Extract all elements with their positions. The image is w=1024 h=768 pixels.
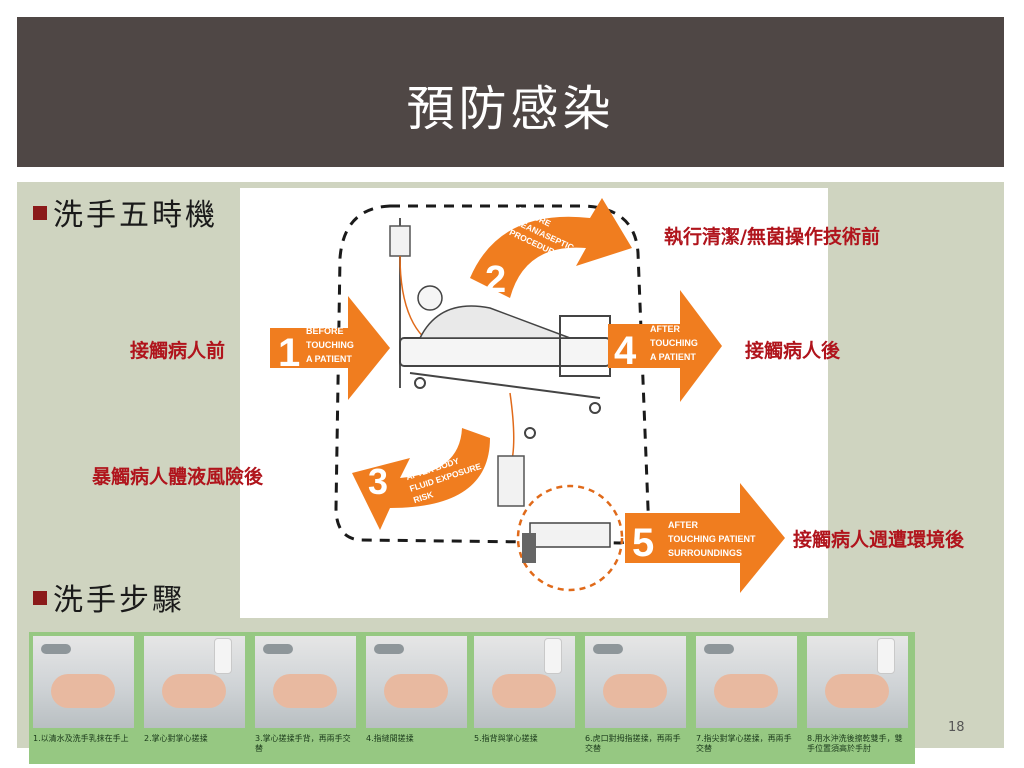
step-1-label: BEFORE TOUCHING A PATIENT: [306, 326, 356, 364]
hands-icon: [273, 674, 337, 708]
hands-icon: [825, 674, 889, 708]
step-3-number: 3: [368, 461, 388, 502]
arrow-step-4: [608, 290, 722, 402]
handwash-step: 1.以清水及洗手乳抹在手上: [33, 636, 134, 760]
handwash-photo: [33, 636, 134, 728]
handwash-photo: [696, 636, 797, 728]
annotation-step-5: 接觸病人週遭環境後: [793, 529, 965, 551]
bullet-text: 洗手步驟: [53, 583, 185, 618]
slide-title: 預防感染: [406, 81, 615, 137]
bullet-text: 洗手五時機: [53, 198, 218, 233]
bullet-handwash-steps: 洗手步驟: [33, 575, 185, 619]
bed-wheel-icon: [524, 427, 536, 439]
step-1-number: 1: [278, 331, 300, 375]
empty-bed-icon: [529, 522, 611, 548]
handwash-step: 3.掌心搓揉手背，再兩手交替: [255, 636, 356, 760]
patient-zone-boundary: [334, 204, 650, 545]
arrow-step-5: [625, 483, 785, 593]
patient-icon: [418, 305, 571, 339]
bullet-marker-icon: [33, 590, 47, 605]
step-caption: 2.掌心對掌心搓揉: [144, 734, 208, 743]
faucet-icon: [41, 644, 71, 654]
hands-icon: [384, 674, 448, 708]
soap-bottle-icon: [877, 638, 895, 674]
arrow-step-3: [352, 428, 490, 530]
step-4-label: AFTER TOUCHING A PATIENT: [650, 324, 700, 362]
surroundings-zone: [516, 484, 624, 592]
handwash-step: 4.指縫間搓揉: [366, 636, 467, 760]
drain-bag-icon: [497, 455, 525, 507]
page-number: 18: [948, 720, 965, 735]
bullet-marker-icon: [33, 205, 47, 220]
step-5-number: 5: [632, 521, 654, 565]
handwash-photo: [585, 636, 686, 728]
faucet-icon: [374, 644, 404, 654]
diagram-svg: 1 BEFORE TOUCHING A PATIENT 2 BEFORE CLE…: [270, 198, 785, 593]
annotation-step-3: 暴觸病人體液風險後: [92, 466, 264, 488]
step-caption: 6.虎口對拇指搓揉，再兩手交替: [585, 734, 681, 753]
bed-icon: [399, 337, 611, 367]
handwash-step: 2.掌心對掌心搓揉: [144, 636, 245, 760]
annotation-step-1: 接觸病人前: [130, 340, 226, 362]
hands-icon: [162, 674, 226, 708]
step-5-label: AFTER TOUCHING PATIENT SURROUNDINGS: [668, 520, 758, 558]
handwash-photo: [144, 636, 245, 728]
step-caption: 5.指背與掌心搓揉: [474, 734, 538, 743]
iv-bag-icon: [389, 225, 411, 257]
step-caption: 7.指尖對掌心搓揉，再兩手交替: [696, 734, 792, 753]
title-band: 預防感染: [17, 17, 1004, 167]
step-2-number: 2: [485, 259, 506, 301]
step-4-number: 4: [614, 329, 637, 373]
handwash-steps-strip: 1.以清水及洗手乳抹在手上 2.掌心對掌心搓揉 3.掌心搓揉手背，再兩手交替 4…: [29, 632, 915, 764]
step-caption: 8.用水沖洗後擦乾雙手，雙手位置須高於手肘: [807, 734, 903, 753]
bed-wheel-icon: [589, 402, 601, 414]
step-caption: 1.以清水及洗手乳抹在手上: [33, 734, 129, 743]
handwash-step: 7.指尖對掌心搓揉，再兩手交替: [696, 636, 797, 760]
hands-icon: [714, 674, 778, 708]
soap-bottle-icon: [544, 638, 562, 674]
annotation-step-2: 執行清潔/無菌操作技術前: [664, 226, 880, 248]
arrow-step-1: [270, 296, 390, 400]
patient-head-icon: [417, 285, 443, 311]
handwash-photo: [366, 636, 467, 728]
soap-bottle-icon: [214, 638, 232, 674]
bed-wheel-icon: [414, 377, 426, 389]
arrow-step-2: [470, 198, 632, 298]
bed-frame: [409, 372, 601, 399]
handwash-step: 6.虎口對拇指搓揉，再兩手交替: [585, 636, 686, 760]
step-caption: 4.指縫間搓揉: [366, 734, 414, 743]
faucet-icon: [593, 644, 623, 654]
hands-icon: [51, 674, 115, 708]
step-caption: 3.掌心搓揉手背，再兩手交替: [255, 734, 351, 753]
handwash-photo: [807, 636, 908, 728]
five-moments-diagram: 1 BEFORE TOUCHING A PATIENT 2 BEFORE CLE…: [240, 188, 828, 618]
handwash-photo: [255, 636, 356, 728]
hands-icon: [492, 674, 556, 708]
handwash-step: 5.指背與掌心搓揉: [474, 636, 575, 760]
handwash-photo: [474, 636, 575, 728]
bullet-five-moments: 洗手五時機: [33, 190, 218, 234]
hands-icon: [603, 674, 667, 708]
faucet-icon: [263, 644, 293, 654]
faucet-icon: [704, 644, 734, 654]
handwash-step: 8.用水沖洗後擦乾雙手，雙手位置須高於手肘: [807, 636, 908, 760]
bedside-table-icon: [522, 533, 536, 563]
annotation-step-4: 接觸病人後: [745, 340, 841, 362]
